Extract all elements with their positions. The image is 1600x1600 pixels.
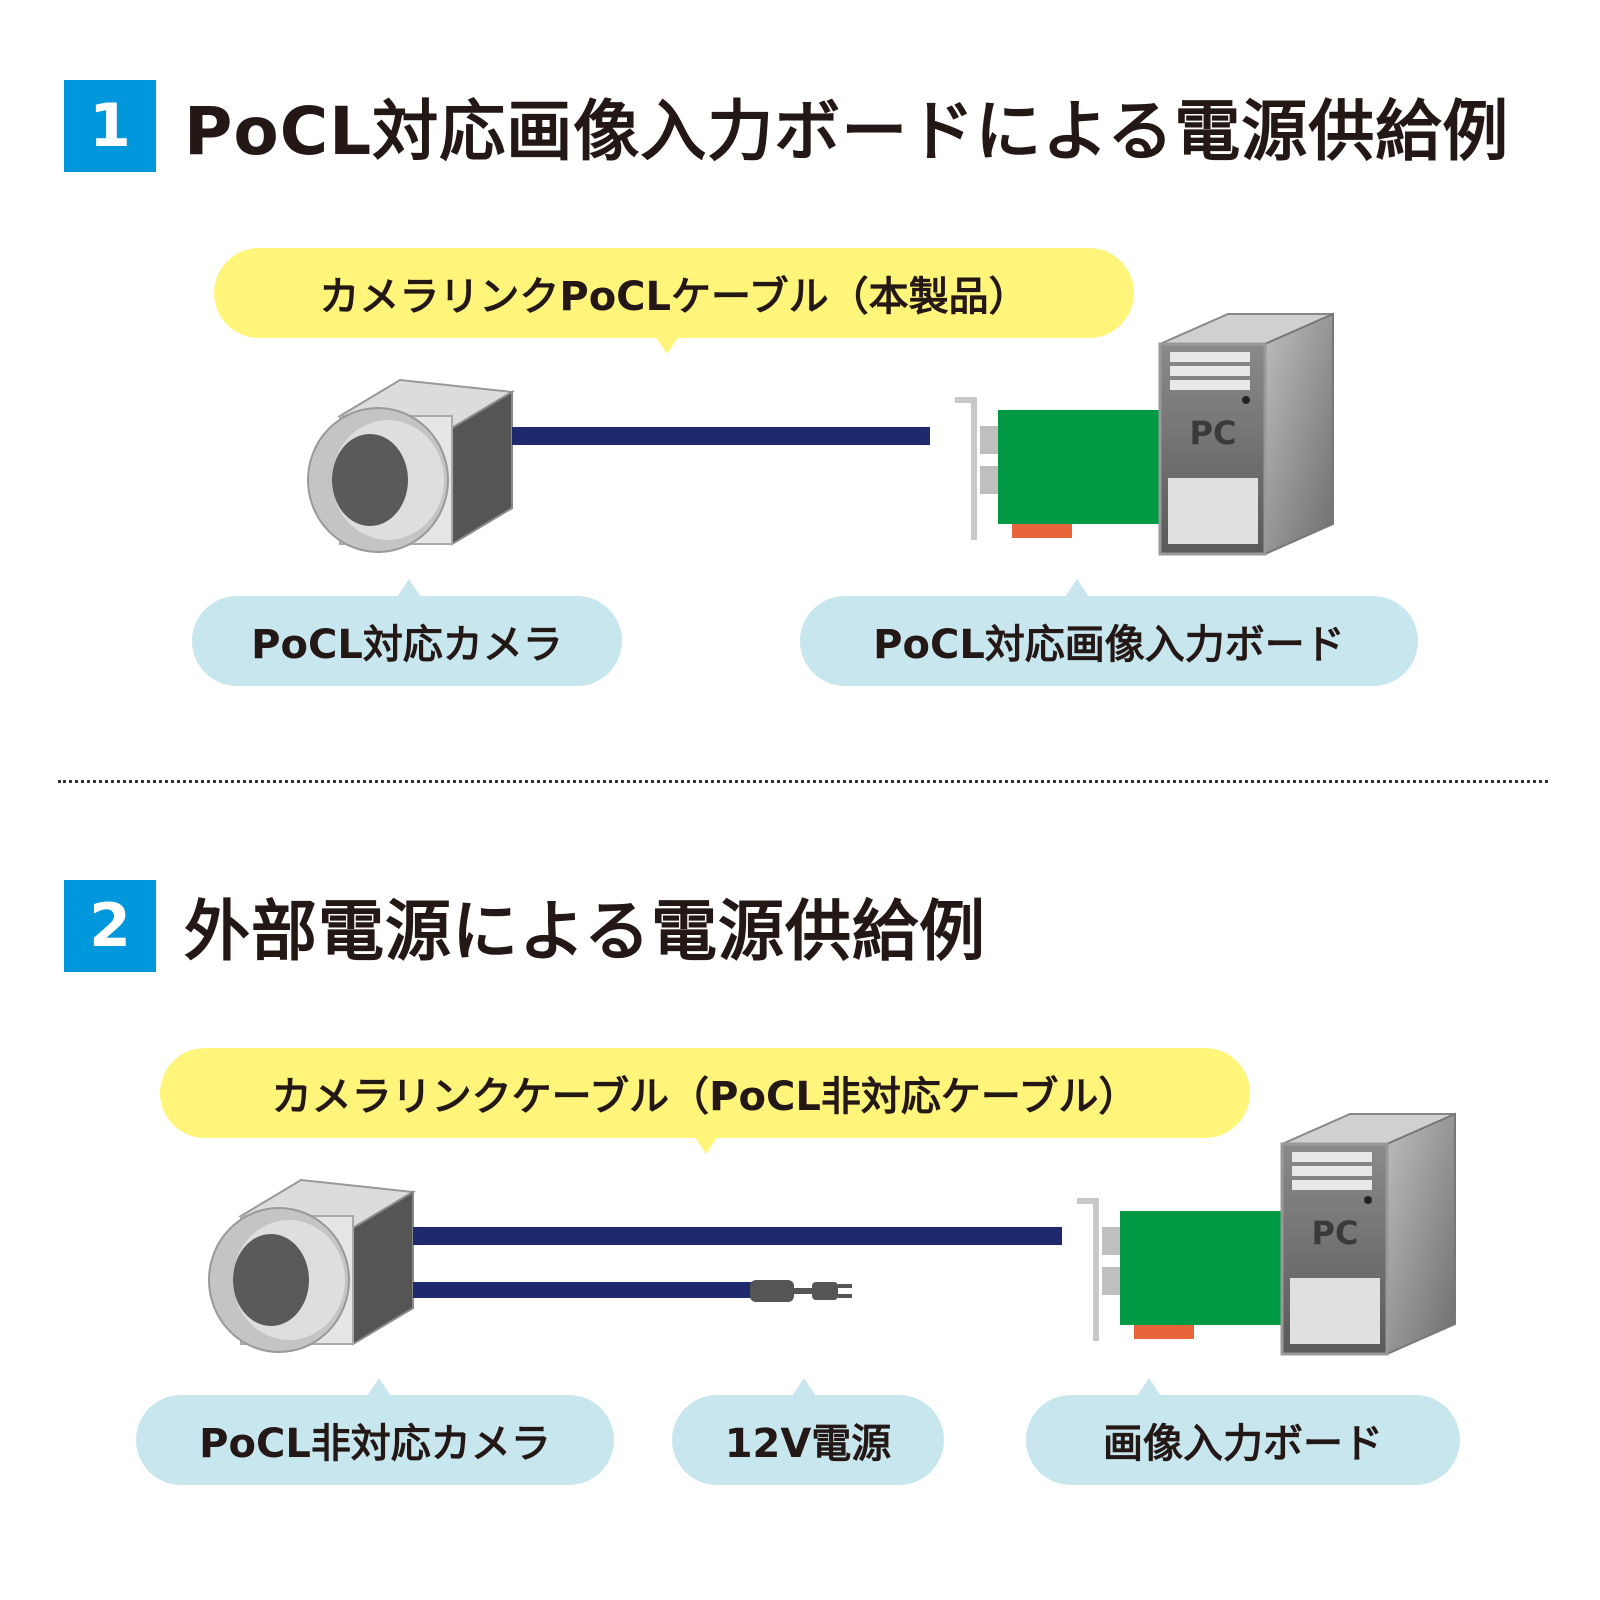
- section2-power-pointer: [792, 1378, 816, 1396]
- section1-board-icon: [955, 397, 1168, 540]
- section2-cable-label: カメラリンクケーブル（PoCL非対応ケーブル）: [160, 1048, 1250, 1138]
- section1-cable-label: カメラリンクPoCLケーブル（本製品）: [214, 248, 1134, 338]
- section2-camera-icon: [208, 1178, 417, 1353]
- section2-power-label: 12V電源: [672, 1395, 944, 1485]
- section2-board-pointer: [1137, 1378, 1161, 1396]
- section-divider: [58, 780, 1548, 783]
- power-plug-icon: [750, 1280, 852, 1302]
- section1-heading: 1 PoCL対応画像入力ボードによる電源供給例: [64, 80, 1509, 172]
- section2-pc-text: PC: [1312, 1214, 1359, 1252]
- section2-pc-icon: PC: [1280, 1112, 1456, 1356]
- section2-cable-pointer: [694, 1136, 718, 1154]
- section2-number-badge: 2: [64, 880, 156, 972]
- section2-camera-pointer: [367, 1378, 391, 1396]
- section1-pc-icon: PC: [1158, 312, 1334, 556]
- section1-camera-pointer: [397, 579, 421, 597]
- section1-camera-icon: [307, 378, 516, 553]
- section2-camera-label: PoCL非対応カメラ: [136, 1395, 614, 1485]
- section2-title: 外部電源による電源供給例: [184, 893, 987, 970]
- section1-number-badge: 1: [64, 80, 156, 172]
- section2-heading: 2 外部電源による電源供給例: [64, 880, 986, 972]
- section2-board-icon: [1077, 1198, 1290, 1341]
- section1-board-pointer: [1065, 579, 1089, 597]
- section1-cable-pointer: [655, 336, 679, 354]
- section2-board-label: 画像入力ボード: [1026, 1395, 1460, 1485]
- section1-pc-text: PC: [1190, 414, 1237, 452]
- section1-board-label: PoCL対応画像入力ボード: [800, 596, 1418, 686]
- section1-camera-label: PoCL対応カメラ: [192, 596, 622, 686]
- section1-title: PoCL対応画像入力ボードによる電源供給例: [184, 93, 1510, 170]
